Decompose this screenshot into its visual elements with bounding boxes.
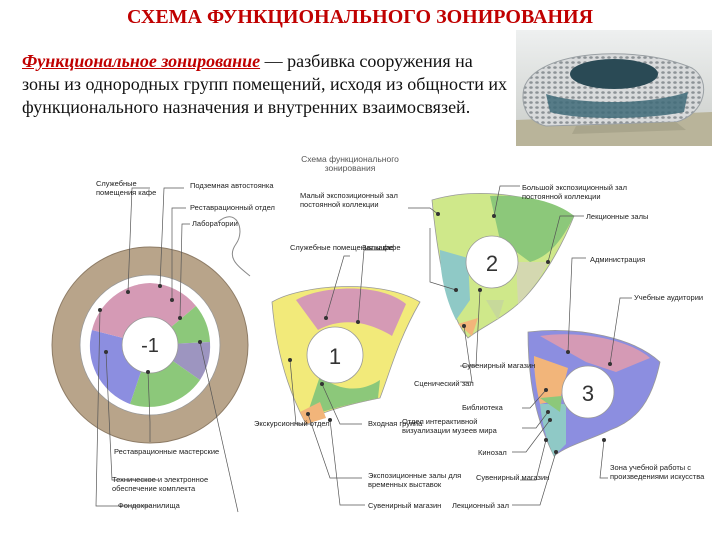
label-restavr-otdel: Реставрационный отдел — [190, 203, 275, 212]
label-line: визуализации музеев мира — [402, 426, 498, 435]
label-line: Большой экспозиционный зал — [522, 183, 627, 192]
label-line: постоянной коллекции — [300, 200, 379, 209]
definition-text: — разбивка сооружения на зоны из однород… — [22, 51, 508, 117]
leader-dots — [98, 212, 612, 454]
zone-minus1-circle: -1 — [51, 216, 251, 444]
label-sluzhebnye-kafe-1: Служебные помещения кафе — [96, 179, 156, 197]
label-line: Отдел интерактивной — [402, 417, 477, 426]
label-line: помещения кафе — [96, 188, 156, 197]
label-kinozal: Кинозал — [478, 448, 507, 457]
zone-3-shape: 3 — [527, 330, 661, 457]
label-line: зонирования — [325, 163, 376, 173]
zone-2-number: 2 — [486, 251, 498, 276]
label-lektsionnye-zaly: Лекционные залы — [586, 212, 648, 221]
page-title: СХЕМА ФУНКЦИОНАЛЬНОГО ЗОНИРОВАНИЯ — [126, 6, 594, 28]
zone-1-shape: 1 — [271, 286, 421, 424]
zone-labels: Служебные помещения кафе Подземная автос… — [96, 179, 705, 510]
building-photo — [516, 30, 712, 146]
label-fondokhranilishche: Фондохранилища — [118, 501, 181, 510]
label-biblioteka: Библиотека — [462, 403, 504, 412]
label-line: Схема функционального — [301, 154, 399, 164]
label-laboratorii: Лаборатории — [192, 219, 238, 228]
leader-lines — [95, 185, 632, 513]
definition-paragraph: Функциональное зонирование — разбивка со… — [22, 50, 510, 119]
label-administratsiya: Администрация — [590, 255, 645, 264]
label-suvenirny-3: Сувенирный магазин — [368, 501, 441, 510]
building-render-image — [516, 30, 712, 146]
label-vkhodnaya-gruppa: Входная группа — [368, 419, 423, 428]
label-zaly-kafe: Залы кафе — [362, 243, 401, 252]
label-lektsionny-zal: Лекционный зал — [452, 501, 509, 510]
label-line: Техническое и электронное — [112, 475, 208, 484]
label-line: произведениями искусства — [610, 472, 705, 481]
zone-2-shape: 2 — [431, 193, 575, 339]
definition-term: Функциональное зонирование — [22, 51, 261, 71]
label-line: Экспозиционные залы для — [368, 471, 461, 480]
label-sluzhebnye-kafe-2: Служебные помещения кафе — [290, 243, 393, 252]
zone-1-number: 1 — [329, 344, 341, 369]
label-line: Малый экспозиционный зал — [300, 191, 398, 200]
label-line: обеспечение комплекта — [112, 484, 196, 493]
label-line: временных выставок — [368, 480, 442, 489]
label-suvenirny-1: Сувенирный магазин — [462, 361, 535, 370]
label-line: Зона учебной работы с — [610, 463, 691, 472]
label-restavr-masterskie: Реставрационные мастерские — [114, 447, 219, 456]
label-suvenirny-2: Сувенирный магазин — [476, 473, 549, 482]
label-sluzhebnye-kafe-1-text: Служебные — [96, 179, 137, 188]
zone-3-number: 3 — [582, 381, 594, 406]
label-ekskursionny-otdel: Экскурсионный отдел — [254, 419, 330, 428]
label-podzemnaya-avtostoyanka: Подземная автостоянка — [190, 181, 274, 190]
label-stsenicheskiy-zal: Сценический зал — [414, 379, 474, 388]
zone-minus1-number: -1 — [141, 335, 159, 357]
label-uchebnye-auditorii: Учебные аудитории — [634, 293, 703, 302]
label-line: постоянной коллекции — [522, 192, 601, 201]
